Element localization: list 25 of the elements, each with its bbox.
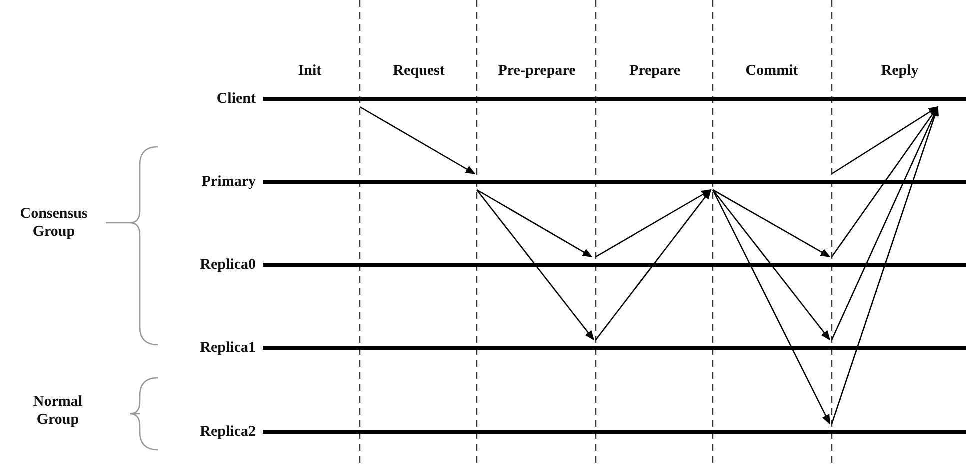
message-arrow: [832, 106, 939, 175]
message-arrow: [712, 190, 831, 341]
message-arrow: [360, 106, 476, 175]
phase-label: Commit: [744, 62, 800, 80]
message-arrow: [712, 189, 831, 258]
phase-label: Pre-prepare: [497, 62, 577, 80]
group-label: Consensus Group: [19, 205, 89, 241]
lifeline-label: Replica2: [199, 424, 256, 440]
group-label: Normal Group: [32, 393, 84, 429]
lifeline-label: Replica0: [199, 257, 256, 273]
message-arrow: [596, 189, 712, 258]
message-arrow: [831, 106, 939, 424]
lifeline-label: Primary: [200, 174, 256, 190]
message-arrow: [476, 189, 593, 258]
message-arrow: [712, 190, 831, 425]
message-arrow: [831, 106, 939, 340]
phase-label: Reply: [880, 62, 920, 80]
phase-label: Init: [297, 62, 323, 80]
phase-label: Prepare: [628, 62, 682, 80]
lifeline-label: Replica1: [199, 340, 256, 356]
message-arrow: [831, 106, 939, 258]
message-arrow: [476, 190, 595, 341]
phase-label: Request: [392, 62, 446, 80]
lifeline-label: Client: [216, 91, 256, 107]
message-arrow: [595, 189, 712, 340]
